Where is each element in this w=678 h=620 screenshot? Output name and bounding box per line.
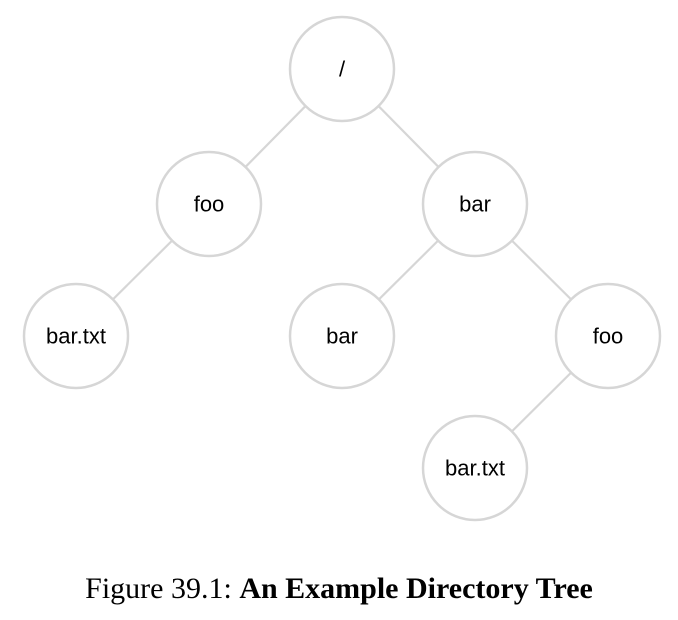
tree-edge-bar-to-bar-bar: [378, 239, 439, 301]
tree-edge-foo-to-foo-bar-txt: [112, 239, 173, 301]
tree-node-foo-bar-txt: bar.txt: [22, 282, 130, 390]
directory-tree-diagram: / foo bar bar.txt bar foo bar.txt: [22, 15, 662, 522]
tree-node-circle: [421, 414, 529, 522]
tree-node-label: bar: [326, 324, 358, 349]
tree-edge-bar-to-bar-foo: [511, 239, 572, 301]
tree-edge-root-to-bar: [377, 105, 440, 168]
tree-node-circle: [554, 282, 662, 390]
tree-node-foo: foo: [155, 150, 263, 258]
tree-node-label: foo: [194, 192, 225, 217]
tree-node-label: /: [339, 57, 346, 82]
tree-node-label: bar.txt: [46, 324, 106, 349]
tree-node-circle: [288, 282, 396, 390]
tree-node-bar-bar: bar: [288, 282, 396, 390]
tree-nodes: / foo bar bar.txt bar foo bar.txt: [22, 15, 662, 522]
tree-node-root: /: [288, 15, 396, 123]
figure-number: Figure 39.1:: [85, 572, 232, 605]
tree-node-circle: [421, 150, 529, 258]
figure-caption: Figure 39.1: An Example Directory Tree: [0, 572, 678, 606]
tree-node-label: bar: [459, 192, 491, 217]
tree-node-label: bar.txt: [445, 456, 505, 481]
tree-edge-root-to-foo: [244, 105, 307, 168]
tree-node-bar-foo-bar-txt: bar.txt: [421, 414, 529, 522]
tree-edge-bar-foo-to-bar-foo-bar-txt: [511, 371, 572, 433]
tree-node-bar: bar: [421, 150, 529, 258]
tree-node-circle: [22, 282, 130, 390]
tree-edges: [112, 105, 572, 433]
tree-node-circle: [288, 15, 396, 123]
tree-node-bar-foo: foo: [554, 282, 662, 390]
figure-title: An Example Directory Tree: [239, 572, 593, 605]
tree-node-label: foo: [593, 324, 624, 349]
tree-node-circle: [155, 150, 263, 258]
